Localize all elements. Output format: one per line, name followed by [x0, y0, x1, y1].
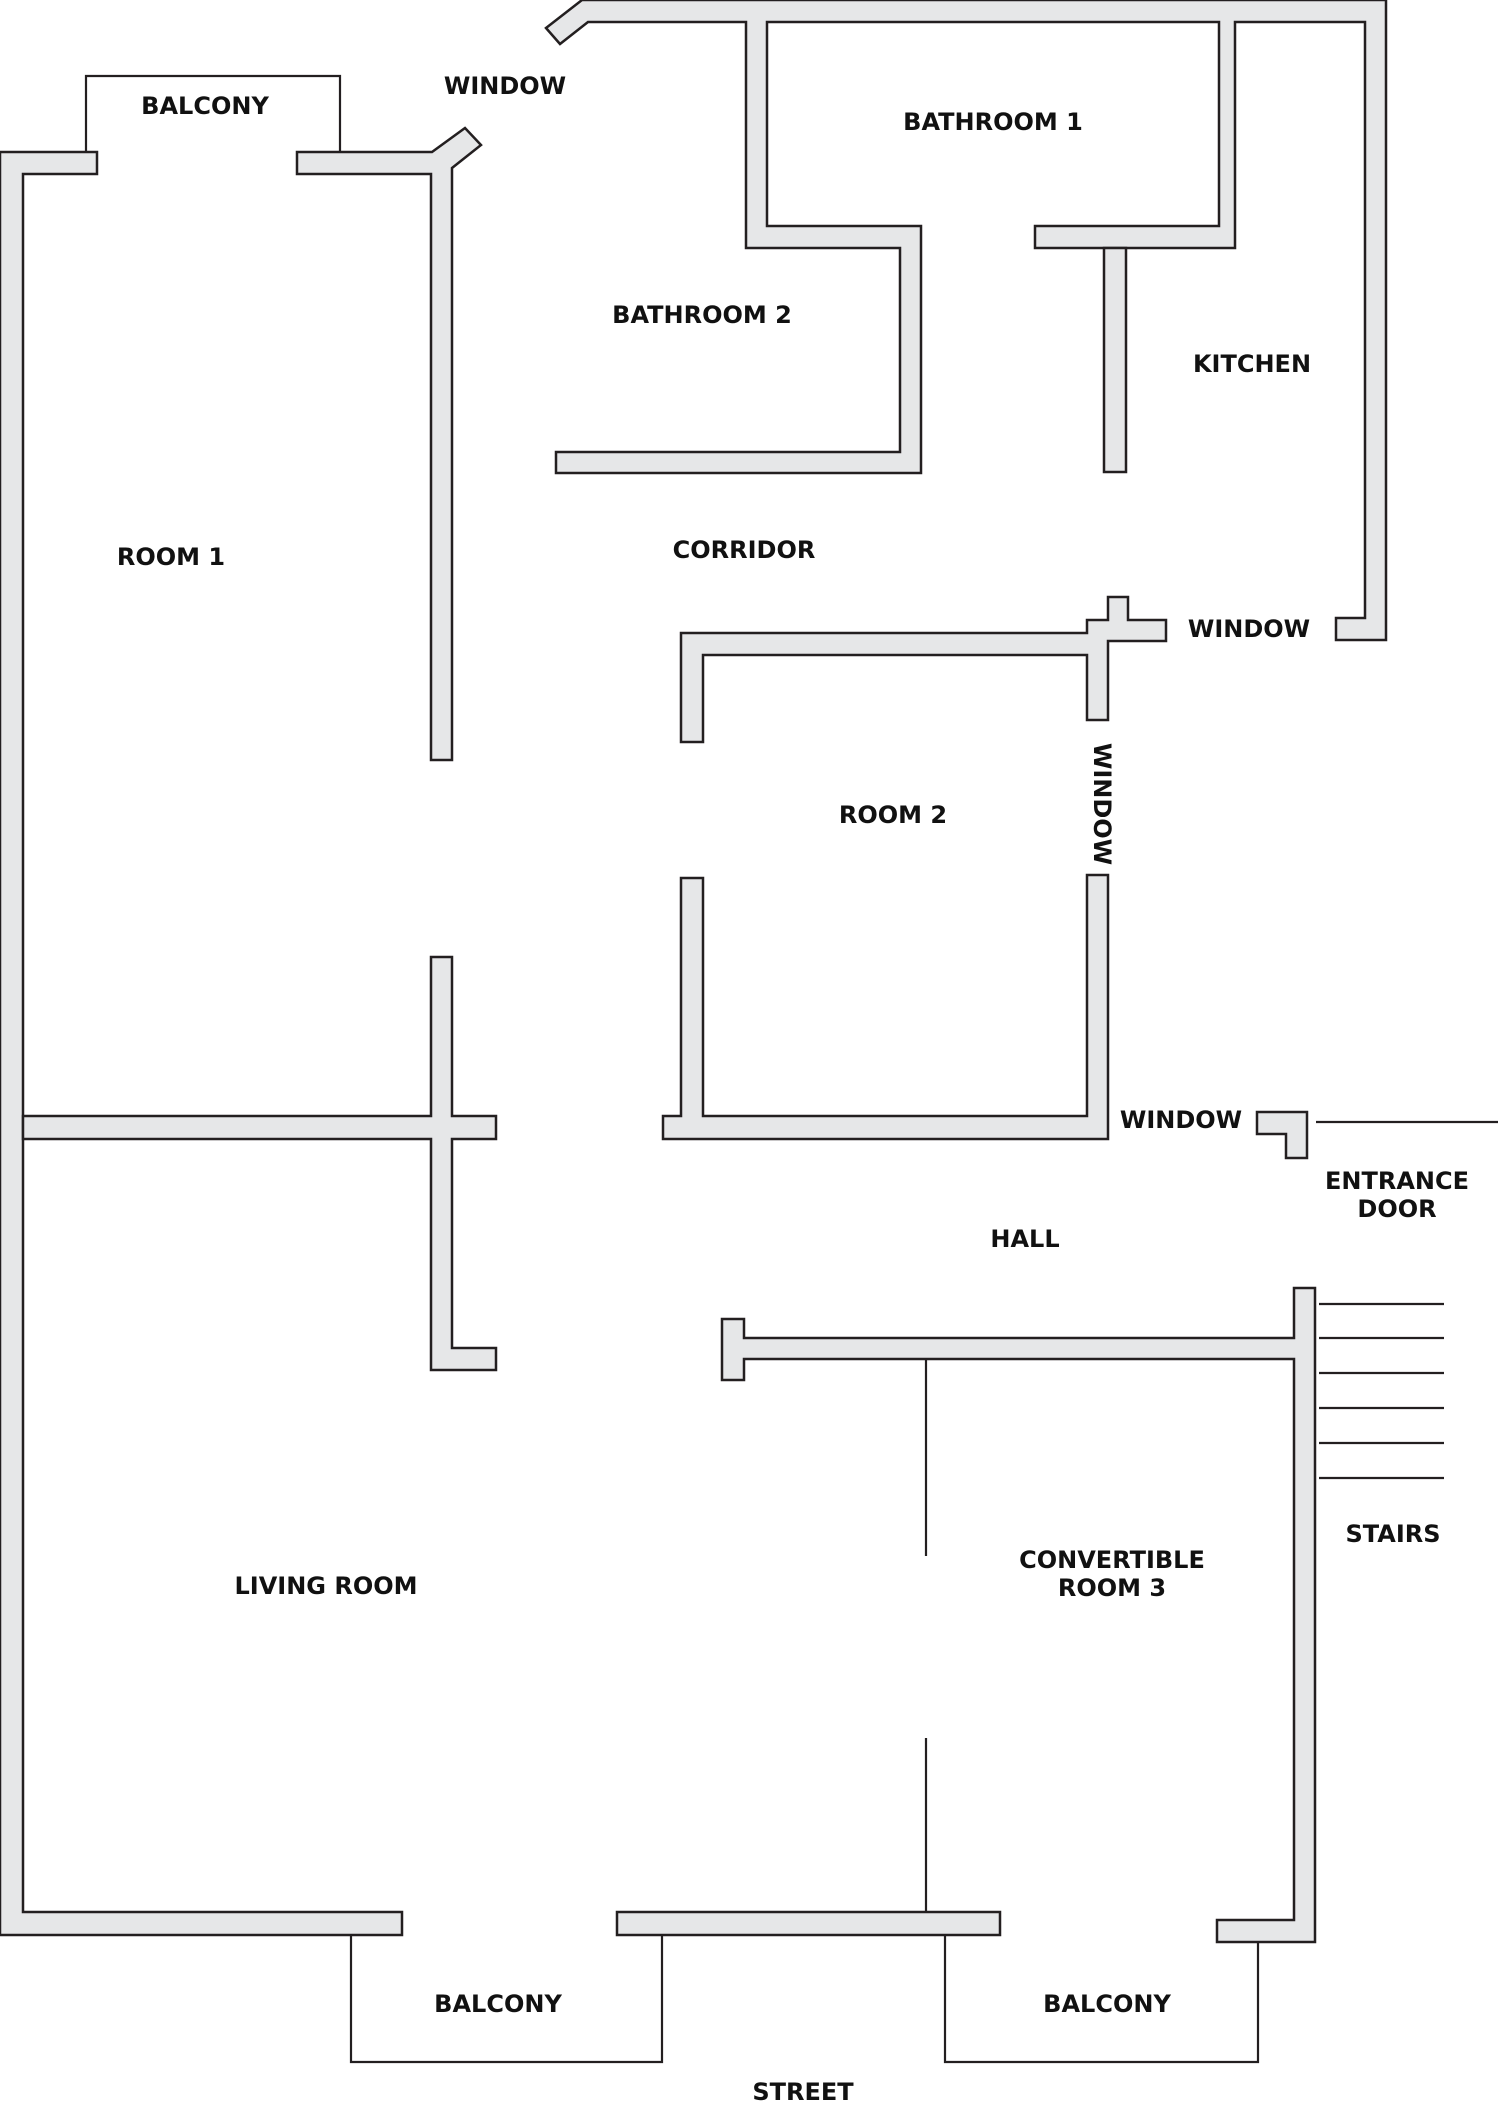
label-kitchen: KITCHEN — [1192, 350, 1312, 378]
wall-room2-south — [661, 873, 1110, 1141]
label-window-hall: WINDOW — [1119, 1106, 1243, 1134]
label-room-1: ROOM 1 — [116, 543, 226, 571]
wall-room1-living-divider — [21, 955, 498, 1372]
balcony-bottom-right-outline — [943, 1935, 1260, 2064]
wall-room1-east — [295, 126, 483, 762]
wall-west-outer — [0, 150, 404, 1937]
label-stairs: STAIRS — [1345, 1520, 1441, 1548]
balcony-bottom-left-outline — [349, 1935, 664, 2064]
label-window-right: WINDOW — [1187, 615, 1311, 643]
label-balcony-left: BALCONY — [434, 1990, 562, 2018]
label-bathroom-2: BATHROOM 2 — [612, 301, 792, 329]
label-street: STREET — [752, 2078, 854, 2106]
wall-kitchen-divider — [1102, 246, 1128, 474]
balcony-top-outline — [84, 74, 342, 152]
label-balcony-top: BALCONY — [141, 92, 269, 120]
label-hall: HALL — [990, 1225, 1060, 1253]
wall-north-outer — [544, 0, 1388, 642]
label-entrance-door: ENTRANCE DOOR — [1325, 1167, 1469, 1223]
label-living-room: LIVING ROOM — [234, 1572, 418, 1600]
entrance-door-jamb — [1255, 1110, 1309, 1160]
stairs-lines — [1319, 1302, 1444, 1480]
label-window-top: WINDOW — [443, 72, 567, 100]
label-balcony-right: BALCONY — [1043, 1990, 1171, 2018]
wall-room3-north — [720, 1286, 1317, 1944]
label-room-2: ROOM 2 — [838, 801, 948, 829]
label-convertible-room-3: CONVERTIBLE ROOM 3 — [1019, 1546, 1205, 1602]
label-corridor: CORRIDOR — [672, 536, 816, 564]
wall-room2-north — [679, 595, 1168, 744]
label-bathroom-1: BATHROOM 1 — [903, 108, 1083, 136]
wall-south-middle — [615, 1910, 1002, 1937]
label-window-vertical: WINDOW — [1088, 742, 1116, 866]
